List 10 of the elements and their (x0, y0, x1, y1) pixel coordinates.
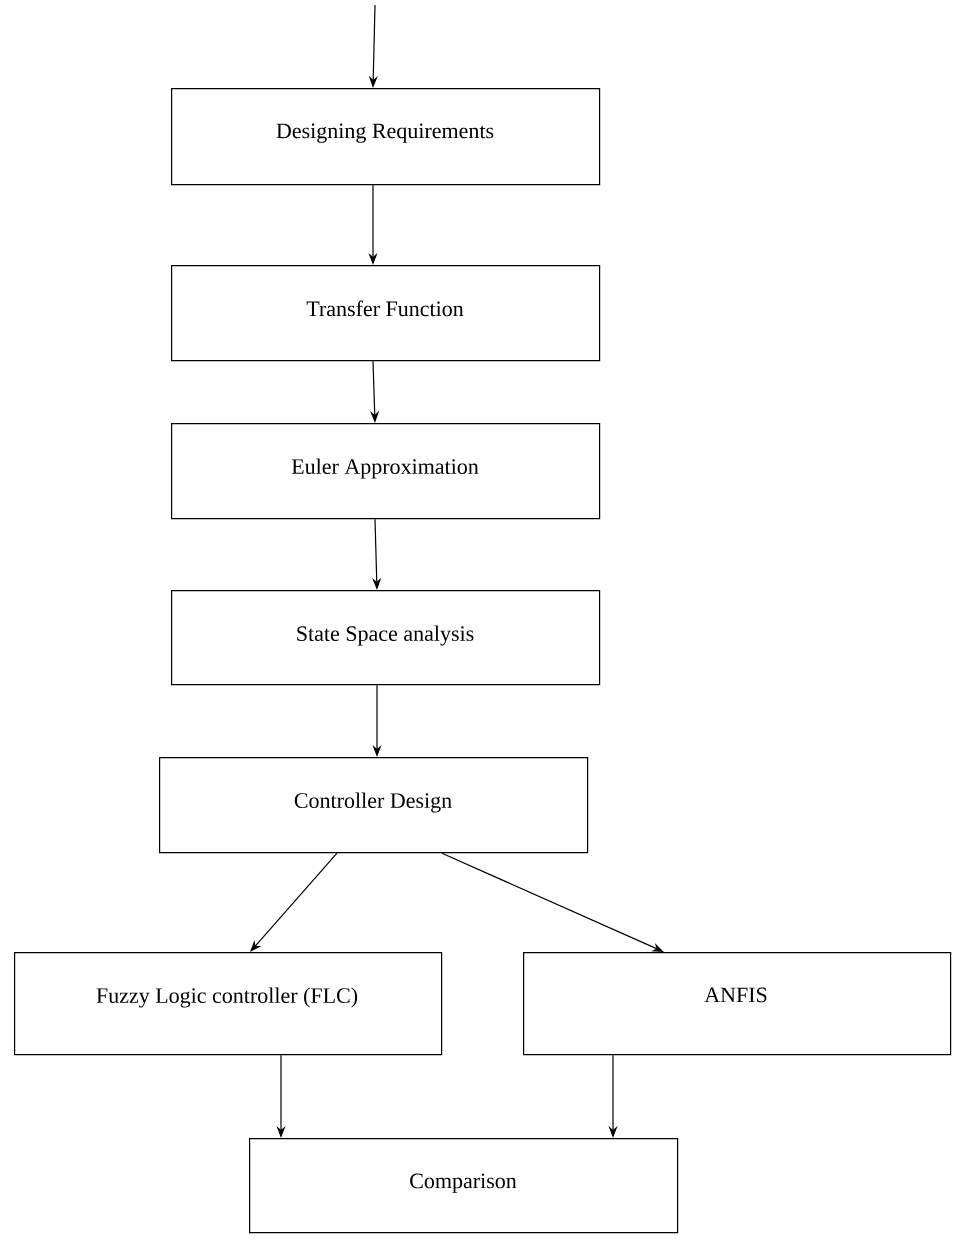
process-box: Comparison (249, 1138, 679, 1234)
process-box: Designing Requirements (171, 88, 601, 186)
process-box: Fuzzy Logic controller (FLC) (14, 952, 443, 1056)
arrow (441, 852, 664, 952)
arrow (250, 852, 338, 952)
process-box: Controller Design (159, 757, 589, 854)
process-box: Euler Approximation (171, 423, 601, 520)
process-box: Transfer Function (171, 265, 601, 362)
process-box: ANFIS (523, 952, 952, 1056)
process-box: State Space analysis (171, 590, 601, 686)
